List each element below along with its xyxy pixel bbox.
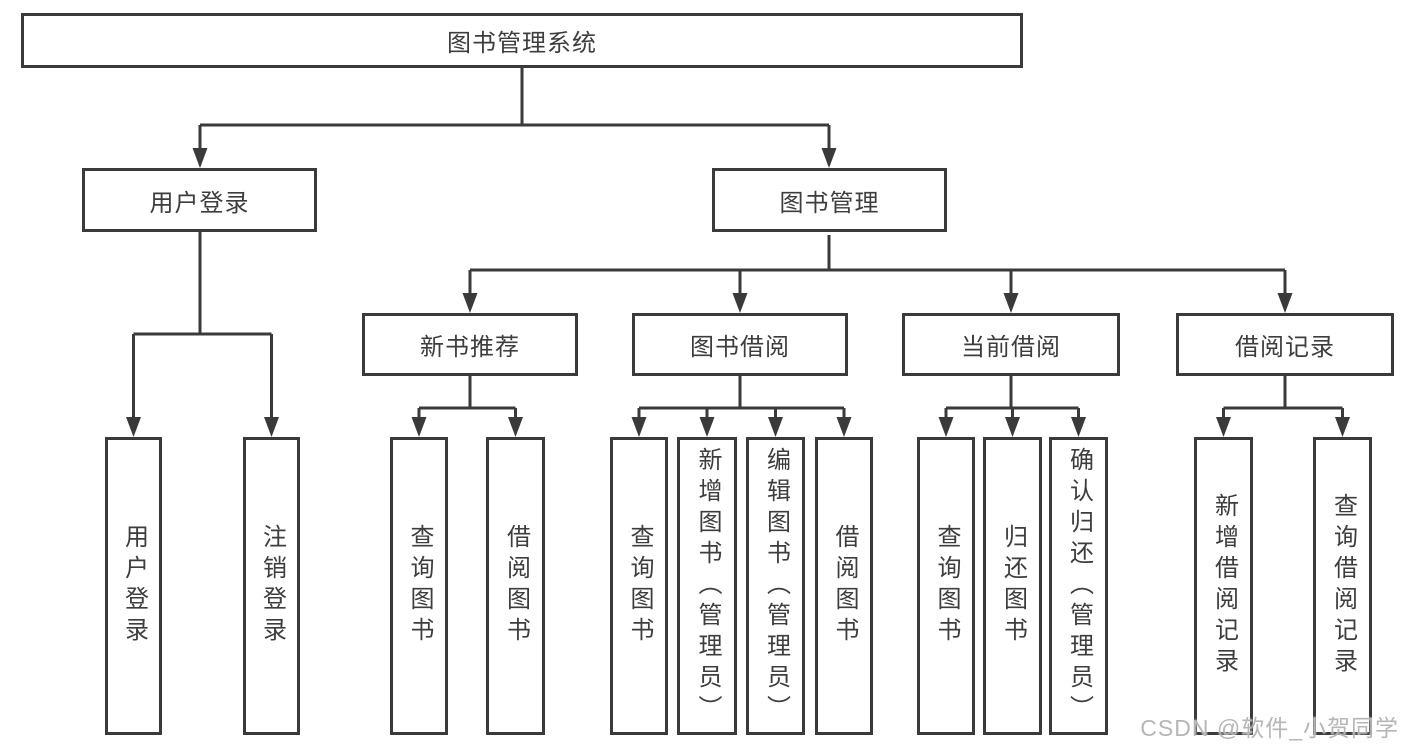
- leaf-record-query-borrow-record: 查询借阅记录: [1313, 437, 1372, 735]
- arrowheads: [126, 148, 1350, 437]
- arrow-icon: [126, 417, 141, 437]
- arrow-icon: [1071, 417, 1086, 437]
- arrow-icon: [1277, 293, 1293, 313]
- leaf-current-confirm-return-admin: 确认归还（管理员）: [1049, 437, 1108, 735]
- leaf-rec-borrow-books: 借阅图书: [486, 437, 545, 735]
- leaf-logout: 注销登录: [243, 437, 300, 735]
- arrow-icon: [264, 417, 279, 437]
- connector-bookborrow-to-leaves: [637, 376, 846, 433]
- arrow-icon: [631, 417, 647, 437]
- connector-bookmgmt-to-level3: [468, 235, 1287, 309]
- connector-borrowrecord-to-leaves: [1222, 376, 1344, 433]
- leaf-current-query-books: 查询图书: [917, 437, 975, 735]
- arrow-icon: [836, 417, 852, 437]
- node-current-borrow: 当前借阅: [902, 313, 1120, 376]
- node-book-management: 图书管理: [712, 168, 947, 232]
- leaf-record-add-borrow-record: 新增借阅记录: [1194, 437, 1253, 735]
- arrow-icon: [732, 293, 748, 313]
- leaf-borrow-edit-books-admin: 编辑图书（管理员）: [746, 437, 805, 735]
- csdn-watermark: CSDN @软件_小贺同学: [1140, 715, 1399, 741]
- arrow-icon: [1003, 293, 1019, 313]
- arrow-icon: [411, 417, 427, 437]
- leaf-borrow-add-books-admin: 新增图书（管理员）: [677, 437, 737, 735]
- node-user-login: 用户登录: [82, 168, 317, 232]
- leaf-rec-query-books: 查询图书: [390, 437, 448, 735]
- connector-root-to-level2: [198, 68, 831, 165]
- leaf-borrow-query-books: 查询图书: [610, 437, 668, 735]
- arrow-icon: [1335, 417, 1350, 437]
- leaf-user-login: 用户登录: [105, 437, 162, 735]
- arrow-icon: [699, 417, 715, 437]
- arrow-icon: [1216, 417, 1231, 437]
- arrow-icon: [192, 148, 208, 168]
- arrow-icon: [462, 293, 478, 313]
- arrow-icon: [938, 417, 954, 437]
- node-new-book-recommend: 新书推荐: [362, 313, 578, 376]
- arrow-icon: [821, 148, 837, 168]
- arrow-icon: [508, 417, 523, 437]
- node-book-borrow: 图书借阅: [632, 313, 848, 376]
- arrow-icon: [1005, 417, 1020, 437]
- node-root-library-system: 图书管理系统: [21, 13, 1023, 68]
- connector-shafts: [132, 68, 1344, 433]
- arrow-icon: [768, 417, 783, 437]
- connector-newbookrec-to-leaves: [417, 376, 517, 433]
- node-borrow-record: 借阅记录: [1176, 313, 1394, 376]
- connector-userlogin-to-leaves: [132, 232, 273, 433]
- leaf-current-return-books: 归还图书: [983, 437, 1042, 735]
- leaf-borrow-borrow-books: 借阅图书: [815, 437, 873, 735]
